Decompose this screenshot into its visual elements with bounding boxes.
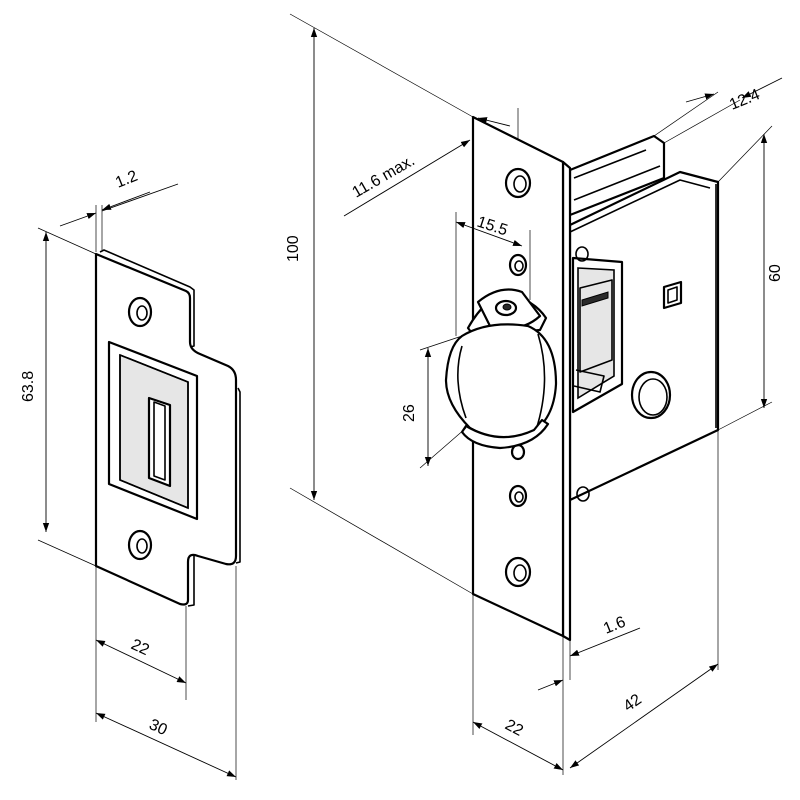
strike-plate bbox=[94, 249, 241, 607]
case-square-hole bbox=[662, 280, 683, 310]
faceplate-screw-hole-bottom bbox=[504, 556, 532, 588]
dim-thickness-label: 1.2 bbox=[113, 168, 140, 192]
dim-overall-width-label: 30 bbox=[146, 716, 169, 739]
dim-inner-width-label: 22 bbox=[128, 636, 151, 659]
latch-case bbox=[568, 134, 720, 520]
dim-body-thickness-label: 12.4 bbox=[727, 86, 762, 113]
faceplate-screw-hole-lower bbox=[508, 484, 528, 508]
strike-dimensions: 1.2 63.8 22 30 bbox=[20, 168, 237, 780]
dim-roller-height-label: 26 bbox=[401, 404, 418, 422]
faceplate-screw-hole-top bbox=[504, 167, 532, 199]
case-spindle-hole bbox=[630, 370, 672, 420]
latch-assembly bbox=[444, 115, 720, 642]
strike-screw-hole-bottom bbox=[127, 529, 153, 561]
dim-height-label: 63.8 bbox=[20, 371, 37, 402]
strike-plate-slot bbox=[147, 396, 172, 488]
dim-body-height-label: 60 bbox=[767, 264, 784, 282]
faceplate-screw-hole-upper bbox=[508, 253, 528, 277]
dim-overall-height-label: 100 bbox=[285, 235, 302, 262]
roller-catch bbox=[444, 288, 558, 450]
dim-body-depth-label: 42 bbox=[621, 691, 645, 715]
dim-max-projection-label: 11.6 max. bbox=[350, 152, 418, 201]
dim-faceplate-width-label: 22 bbox=[502, 717, 526, 740]
strike-screw-hole-top bbox=[127, 296, 153, 328]
